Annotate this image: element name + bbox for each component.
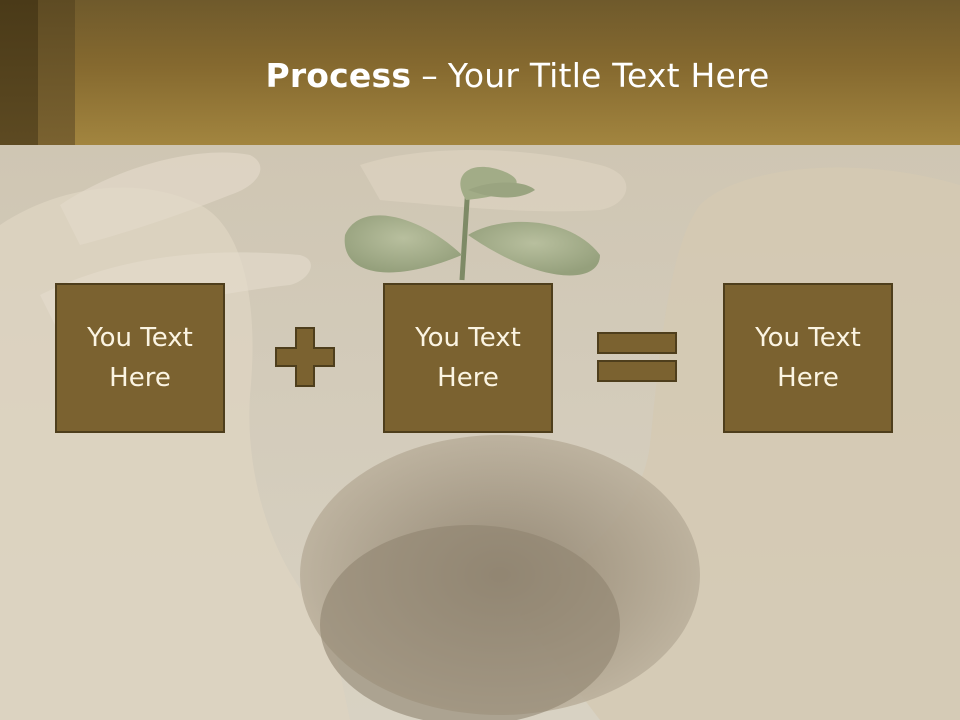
slide-title[interactable]: Process – Your Title Text Here <box>75 0 960 150</box>
process-box-2[interactable]: You Text Here <box>383 283 553 433</box>
plus-icon <box>275 327 335 387</box>
title-bold-word: Process <box>265 55 412 95</box>
header-accent-mid <box>38 0 75 145</box>
process-box-2-text: You Text Here <box>415 323 521 393</box>
process-box-1-text: You Text Here <box>87 323 193 393</box>
title-text: Your Title Text Here <box>447 55 770 95</box>
hands-with-seedling-image <box>0 150 960 720</box>
equals-icon <box>597 332 677 382</box>
process-box-3-text: You Text Here <box>755 323 861 393</box>
process-box-1[interactable]: You Text Here <box>55 283 225 433</box>
header-accent-dark <box>0 0 38 145</box>
process-box-3[interactable]: You Text Here <box>723 283 893 433</box>
title-bar: Process – Your Title Text Here <box>0 0 960 145</box>
title-separator: – <box>421 55 438 95</box>
